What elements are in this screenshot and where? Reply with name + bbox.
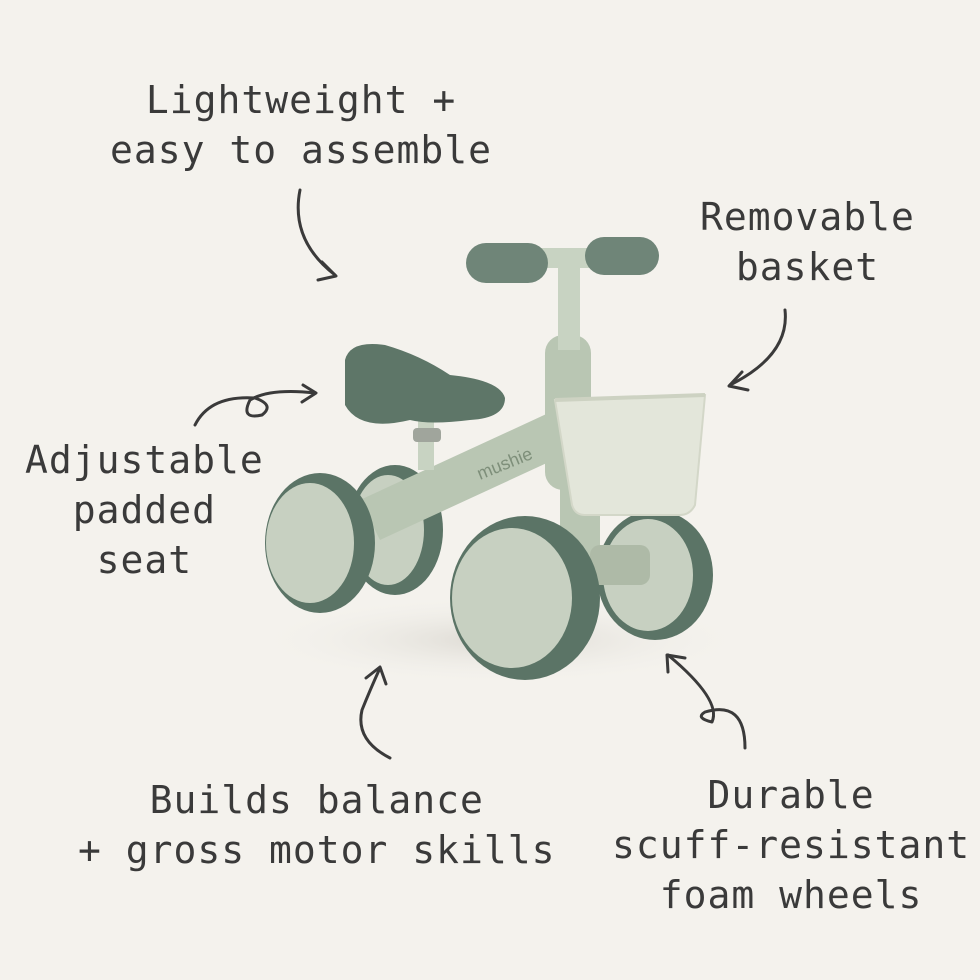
callout-lightweight-line1: Lightweight + bbox=[145, 78, 457, 122]
arrow-lightweight bbox=[296, 188, 337, 277]
callout-seat: Adjustable padded seat bbox=[25, 435, 264, 585]
padded-seat bbox=[345, 344, 505, 424]
callout-wheels-line1: Durable bbox=[707, 773, 875, 817]
left-grip bbox=[466, 243, 548, 283]
callout-basket: Removable basket bbox=[700, 192, 915, 292]
right-grip bbox=[585, 237, 659, 275]
main-frame bbox=[360, 410, 575, 540]
callout-wheels: Durable scuff-resistant foam wheels bbox=[612, 770, 970, 920]
arrow-basket-head bbox=[727, 370, 750, 392]
arrow-balance bbox=[359, 666, 392, 760]
arrow-lightweight-head bbox=[316, 260, 338, 282]
callout-wheels-line3: foam wheels bbox=[659, 873, 923, 917]
arrow-basket bbox=[728, 308, 787, 387]
callout-lightweight: Lightweight + easy to assemble bbox=[110, 75, 492, 175]
stem bbox=[558, 255, 580, 350]
arrow-wheels bbox=[666, 653, 747, 750]
removable-basket bbox=[553, 393, 707, 516]
callout-basket-line1: Removable bbox=[700, 195, 915, 239]
front-right-wheel bbox=[450, 516, 600, 680]
arrow-seat-head bbox=[300, 383, 318, 404]
callout-balance-line2: + gross motor skills bbox=[78, 828, 556, 872]
arrow-balance-head bbox=[364, 665, 388, 686]
seat-clamp bbox=[413, 428, 441, 442]
callout-basket-line2: basket bbox=[735, 245, 880, 289]
callout-lightweight-line2: easy to assemble bbox=[110, 128, 493, 172]
rear-axle bbox=[590, 545, 650, 585]
front-left-wheel bbox=[265, 473, 375, 613]
callout-wheels-line2: scuff-resistant bbox=[612, 823, 971, 867]
callout-seat-line3: seat bbox=[96, 538, 193, 582]
arrow-seat bbox=[193, 390, 317, 427]
callout-seat-line1: Adjustable bbox=[25, 438, 264, 482]
callout-balance: Builds balance + gross motor skills bbox=[78, 775, 556, 875]
callout-seat-line2: padded bbox=[72, 488, 217, 532]
arrow-wheels-head bbox=[665, 653, 687, 674]
callout-balance-line1: Builds balance bbox=[149, 778, 484, 822]
